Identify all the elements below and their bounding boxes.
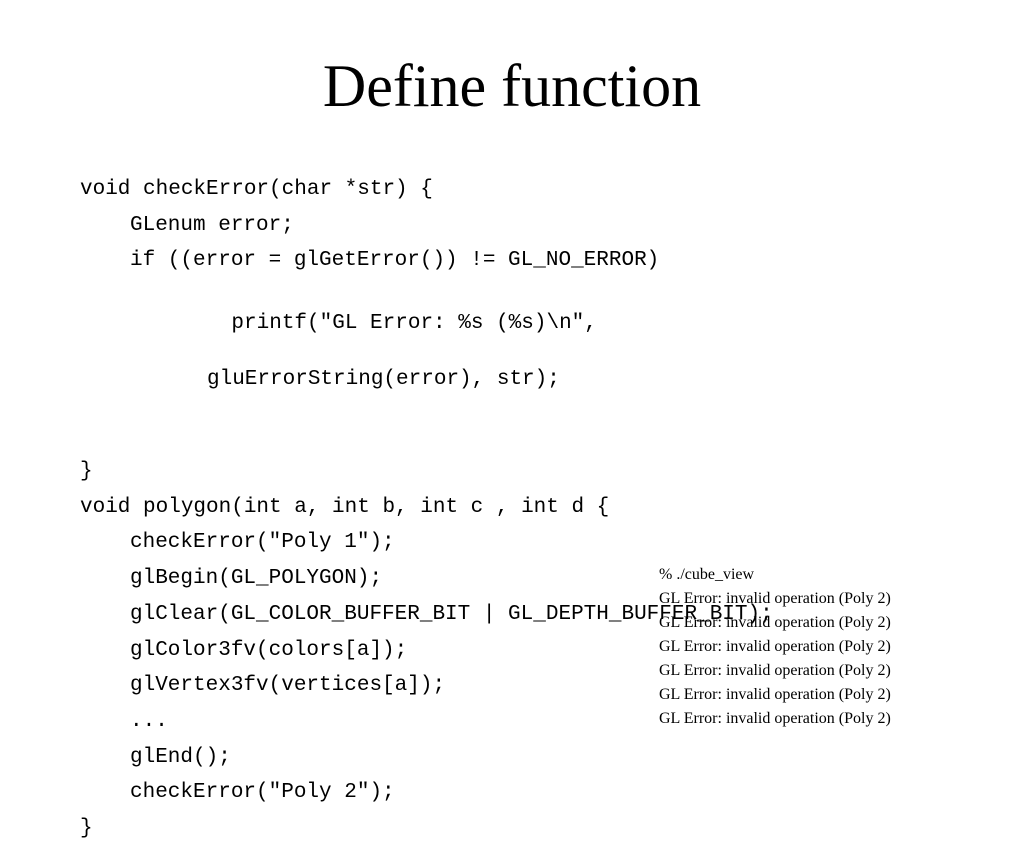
code-line: if ((error = glGetError()) != GL_NO_ERRO… <box>130 249 660 273</box>
code-line: glBegin(GL_POLYGON); <box>130 567 383 591</box>
console-error-line: GL Error: invalid operation (Poly 2) <box>659 614 891 631</box>
console-error-line: GL Error: invalid operation (Poly 2) <box>659 662 891 679</box>
code-line: checkError("Poly 1"); <box>130 531 395 555</box>
code-line: } <box>80 816 93 840</box>
code-line: checkError("Poly 2"); <box>130 781 395 805</box>
code-line: void polygon(int a, int b, int c , int d… <box>80 495 610 519</box>
code-line: glColor3fv(colors[a]); <box>130 638 408 662</box>
code-line: glEnd(); <box>130 745 231 769</box>
code-line: glVertex3fv(vertices[a]); <box>130 674 446 698</box>
console-error-line: GL Error: invalid operation (Poly 2) <box>659 710 891 727</box>
code-line: void checkError(char *str) { <box>80 178 433 201</box>
console-command: % ./cube_view <box>659 566 755 583</box>
code-line-text: printf("GL Error: %s (%s)\n", <box>231 312 597 336</box>
console-error-line: GL Error: invalid operation (Poly 2) <box>659 590 891 607</box>
code-line-continuation: gluErrorString(error), str); <box>207 368 560 392</box>
code-listing: void checkError(char *str) { GLenum erro… <box>80 172 773 847</box>
console-error-line: GL Error: invalid operation (Poly 2) <box>659 638 891 655</box>
code-line: GLenum error; <box>130 213 294 237</box>
console-error-line: GL Error: invalid operation (Poly 2) <box>659 686 891 703</box>
slide-title: Define function <box>322 53 702 119</box>
code-line: glClear(GL_COLOR_BUFFER_BIT | GL_DEPTH_B… <box>130 602 773 626</box>
code-line: ... <box>130 709 168 733</box>
code-line: } <box>80 460 93 484</box>
console-output: % ./cube_view GL Error: invalid operatio… <box>659 563 891 731</box>
code-line: printf("GL Error: %s (%s)\n", gluErrorSt… <box>80 279 773 454</box>
